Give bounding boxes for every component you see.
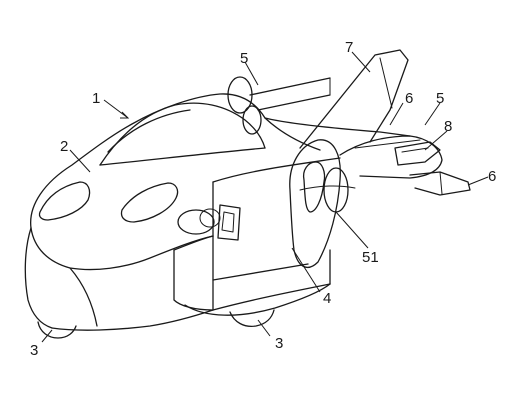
ref-8: 8 xyxy=(444,118,452,135)
ref-7: 7 xyxy=(345,39,353,56)
reference-numerals: 1 2 3 3 4 5 5 6 6 7 8 51 xyxy=(30,39,496,359)
cockpit xyxy=(38,102,266,223)
ref-6-root: 6 xyxy=(405,90,413,107)
fuselage xyxy=(24,93,411,331)
ref-2: 2 xyxy=(60,138,68,155)
ref-4: 4 xyxy=(323,290,331,307)
ref-1: 1 xyxy=(92,90,100,107)
leader-lines xyxy=(41,51,489,343)
tail-fin xyxy=(299,49,409,149)
propeller-upper xyxy=(227,76,331,135)
wheels xyxy=(37,309,275,339)
side-mirror xyxy=(177,204,241,241)
ref-5-right: 5 xyxy=(436,90,444,107)
ref-3-rear-wheel: 3 xyxy=(275,335,283,352)
ref-5-upper: 5 xyxy=(240,50,248,67)
ref-3-front-wheel: 3 xyxy=(30,342,38,359)
ref-6-tip: 6 xyxy=(488,168,496,185)
propeller-front xyxy=(289,139,356,268)
wing-assembly xyxy=(339,135,471,196)
ref-51: 51 xyxy=(362,249,379,266)
